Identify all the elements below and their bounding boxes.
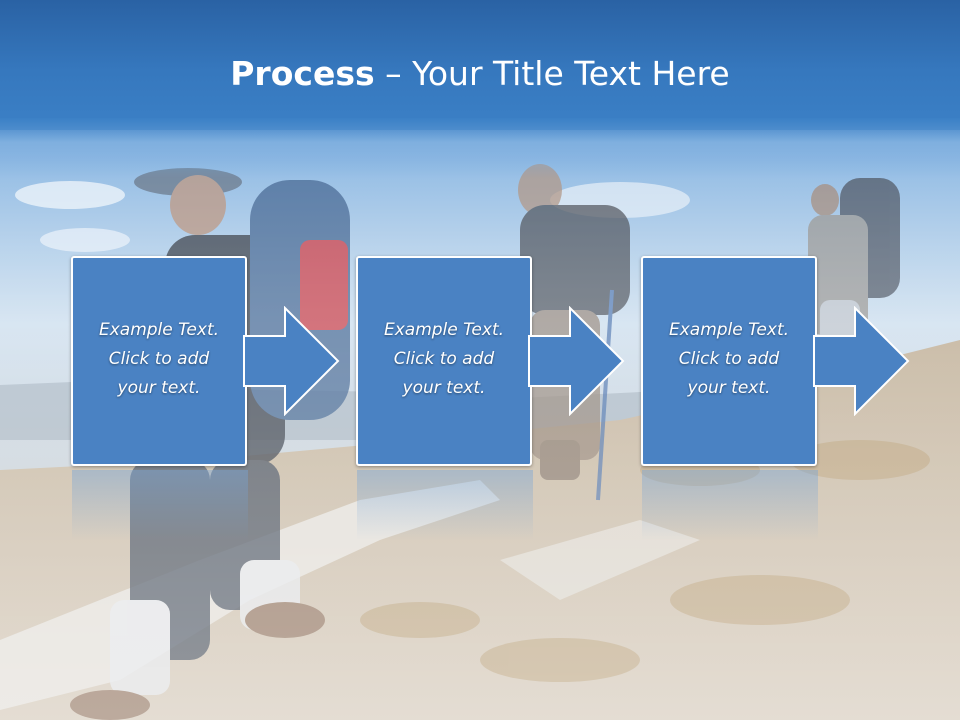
- step-2-line-2: Click to add: [393, 349, 495, 369]
- step-3-line-1: Example Text.: [668, 320, 790, 340]
- step-3-reflection: [642, 470, 818, 540]
- step-1-line-1: Example Text.: [98, 320, 220, 340]
- step-1-line-3: your text.: [117, 378, 201, 398]
- step-2-reflection: [357, 470, 533, 540]
- title-bold: Process: [230, 54, 375, 93]
- title-band: [0, 0, 960, 130]
- right-arrow-icon: [813, 306, 910, 416]
- step-1-text: Example Text. Click to add your text.: [73, 316, 245, 403]
- step-2-line-3: your text.: [402, 378, 486, 398]
- process-step-1[interactable]: Example Text. Click to add your text.: [71, 256, 247, 466]
- step-1-reflection: [72, 470, 248, 540]
- right-arrow-icon: [243, 306, 340, 416]
- step-3-line-2: Click to add: [678, 349, 780, 369]
- step-2-text: Example Text. Click to add your text.: [358, 316, 530, 403]
- slide-title[interactable]: Process – Your Title Text Here: [0, 52, 960, 96]
- step-1-line-2: Click to add: [108, 349, 210, 369]
- step-3-line-3: your text.: [687, 378, 771, 398]
- step-3-text: Example Text. Click to add your text.: [643, 316, 815, 403]
- title-band-fade: [0, 118, 960, 178]
- right-arrow-icon: [528, 306, 625, 416]
- step-2-line-1: Example Text.: [383, 320, 505, 340]
- process-step-3[interactable]: Example Text. Click to add your text.: [641, 256, 817, 466]
- process-step-2[interactable]: Example Text. Click to add your text.: [356, 256, 532, 466]
- title-rest: – Your Title Text Here: [374, 54, 730, 93]
